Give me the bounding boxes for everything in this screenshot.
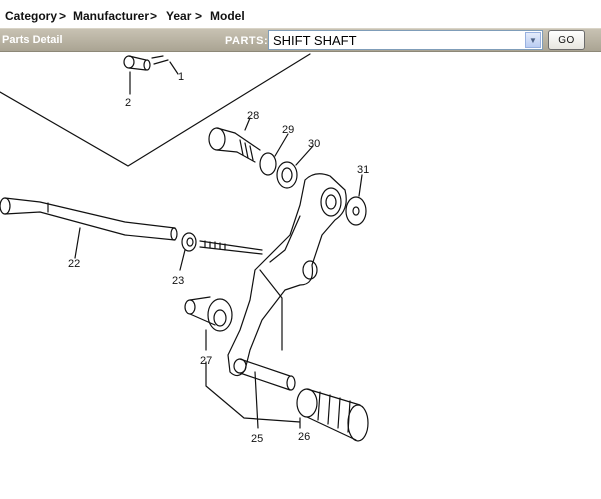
bolt-part-28 [208,127,261,163]
breadcrumb-manufacturer[interactable]: Manufacturer [73,9,150,23]
shift-lever-arm [227,173,347,377]
breadcrumb-model[interactable]: Model [210,9,245,23]
parts-toolbar: Parts Detail PARTS: SHIFT SHAFT ▼ GO [0,28,601,52]
washer-part-30 [276,161,298,189]
breadcrumb-year[interactable]: Year [166,9,192,23]
breadcrumb-separator: > [195,9,203,23]
bushing-part-27 [184,296,233,332]
parts-diagram: 1 2 22 23 25 26 27 28 29 30 31 [0,53,369,445]
callout-23: 23 [172,275,184,287]
breadcrumb-category[interactable]: Category [5,9,58,23]
callout-22: 22 [68,258,80,270]
washer-part-23 [181,232,263,255]
toolbar-title: Parts Detail [2,34,63,46]
breadcrumb-separator: > [150,9,158,23]
callout-31: 31 [357,164,369,176]
peg-shaft-part-25 [233,358,296,391]
parts-label: PARTS: [225,35,269,47]
parts-dropdown-value: SHIFT SHAFT [273,33,357,48]
shift-rod-part-22 [0,197,178,241]
callout-25: 25 [251,433,263,445]
chevron-down-icon[interactable]: ▼ [525,32,541,48]
callout-2: 2 [125,97,131,109]
bolt-part-2 [123,55,169,71]
callout-30: 30 [308,138,320,150]
callout-29: 29 [282,124,294,136]
parts-dropdown[interactable]: SHIFT SHAFT ▼ [268,30,543,50]
callout-26: 26 [298,431,310,443]
circlip-part-31 [345,196,367,226]
oring-part-29 [259,152,277,176]
callout-1: 1 [178,71,184,83]
callout-27: 27 [200,355,212,367]
go-button[interactable]: GO [548,30,585,50]
breadcrumb: Category > Manufacturer > Year > Model [0,0,601,28]
rubber-peg-part-26 [296,388,369,442]
housing-outline [0,53,311,167]
breadcrumb-separator: > [59,9,67,23]
callout-28: 28 [247,110,259,122]
